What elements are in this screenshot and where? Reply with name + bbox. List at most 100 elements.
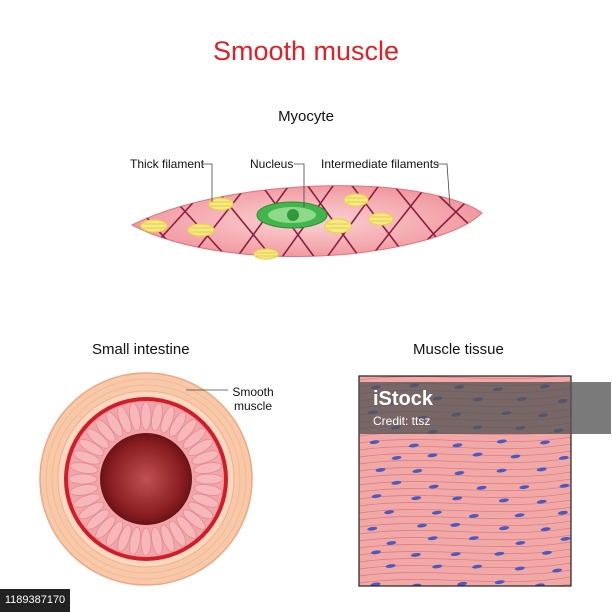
villus: [95, 515, 116, 539]
tissue-nucleus: [457, 581, 468, 586]
tissue-nucleus: [498, 498, 509, 503]
intestinal-villi: [68, 401, 224, 557]
small-intestine-cross-section: [39, 372, 253, 586]
tissue-nucleus: [494, 580, 505, 585]
villus: [182, 428, 206, 449]
tissue-nucleus: [468, 536, 479, 541]
villus: [117, 406, 132, 434]
muscle-fiber: [359, 376, 560, 381]
muscle-fiber: [359, 527, 571, 535]
villus: [95, 419, 116, 443]
muscle-fiber: [359, 520, 571, 528]
tissue-nucleus: [391, 480, 402, 485]
tissue-nucleus: [540, 440, 550, 445]
villus: [187, 501, 214, 520]
villus: [160, 524, 175, 552]
tissue-nucleus: [450, 552, 461, 557]
villus: [176, 515, 197, 539]
villus: [73, 450, 101, 465]
muscle-fiber: [359, 492, 571, 500]
muscle-fiber: [359, 534, 571, 542]
muscle-fiber: [359, 443, 571, 451]
villus: [176, 419, 197, 443]
tissue-nucleus: [450, 523, 461, 527]
tissue-nucleus: [476, 485, 487, 490]
muscle-fiber: [359, 513, 571, 521]
tissue-nucleus: [427, 536, 438, 541]
tissue-nucleus: [369, 440, 380, 445]
tissue-nucleus: [496, 439, 507, 444]
tissue-nucleus: [468, 514, 479, 518]
watermark-logo: iStock: [373, 388, 434, 410]
tissue-nucleus: [540, 527, 551, 532]
tissue-nucleus: [552, 568, 563, 573]
villus: [140, 527, 152, 557]
villus: [69, 462, 99, 474]
muscle-fiber: [359, 576, 571, 584]
villus: [187, 438, 214, 457]
tissue-nucleus: [408, 443, 419, 448]
villus: [68, 473, 98, 485]
tissue-nucleus: [557, 510, 568, 515]
tissue-nucleus: [391, 456, 402, 460]
villus: [69, 484, 99, 496]
muscle-fiber: [359, 457, 571, 465]
tissue-nucleus: [431, 510, 442, 515]
smooth-muscle-label: Smooth muscle: [232, 385, 274, 413]
villus: [86, 509, 110, 530]
thick-filaments: [140, 193, 394, 260]
nucleus-label: Nucleus: [250, 157, 294, 171]
tissue-nucleus: [558, 455, 569, 460]
villus: [105, 411, 124, 438]
tissue-nucleus: [452, 496, 463, 501]
tissue-nucleus: [384, 510, 395, 515]
muscle-fiber: [359, 471, 571, 479]
tissue-nucleus: [370, 582, 381, 586]
tissue-nucleus: [494, 551, 505, 556]
tissue-nucleus: [454, 471, 465, 475]
villus: [129, 402, 141, 432]
myocyte-heading: Myocyte: [278, 108, 334, 125]
muscle-tissue-heading: Muscle tissue: [413, 341, 504, 358]
tissue-nucleus: [427, 453, 438, 458]
villus: [105, 520, 124, 547]
villus: [160, 406, 175, 434]
tissue-nucleus: [410, 553, 421, 557]
diagram-title: Smooth muscle: [212, 36, 400, 66]
villus: [191, 493, 219, 508]
tissue-nucleus: [472, 564, 482, 569]
tissue-nucleus: [541, 550, 552, 555]
villus: [73, 493, 101, 508]
muscle-fiber: [359, 450, 571, 458]
tissue-nucleus: [386, 541, 397, 545]
tissue-nucleus: [432, 564, 443, 569]
tissue-nucleus: [514, 566, 525, 571]
villus: [182, 509, 206, 530]
small-intestine-heading: Small intestine: [92, 341, 190, 358]
tissue-nucleus: [428, 484, 439, 489]
myocyte-leader-lines: [202, 163, 451, 208]
villus: [168, 520, 187, 547]
villus: [168, 411, 187, 438]
muscle-fiber: [359, 436, 571, 444]
tissue-nucleus: [514, 513, 525, 518]
tissue-nucleus: [472, 452, 483, 457]
tissue-nucleus: [370, 550, 381, 555]
tissue-nucleus: [371, 494, 382, 499]
muscle-fiber: [359, 478, 571, 486]
tissue-nucleus: [452, 443, 463, 448]
tissue-nucleus: [519, 485, 530, 490]
villus: [78, 501, 105, 520]
muscle-fiber: [359, 569, 571, 577]
tissue-nucleus: [411, 496, 422, 501]
tissue-nucleus: [559, 483, 570, 488]
tissue-nucleus: [510, 454, 521, 459]
stock-watermark: iStock Credit: ttsz: [359, 382, 611, 434]
tissue-nucleus: [560, 536, 571, 541]
villus: [140, 401, 152, 431]
tissue-nucleus: [536, 467, 547, 472]
villus: [86, 428, 110, 449]
intermediate-filaments-label: Intermediate filaments: [321, 157, 440, 171]
tissue-nucleus: [412, 469, 423, 473]
villus: [193, 484, 223, 496]
